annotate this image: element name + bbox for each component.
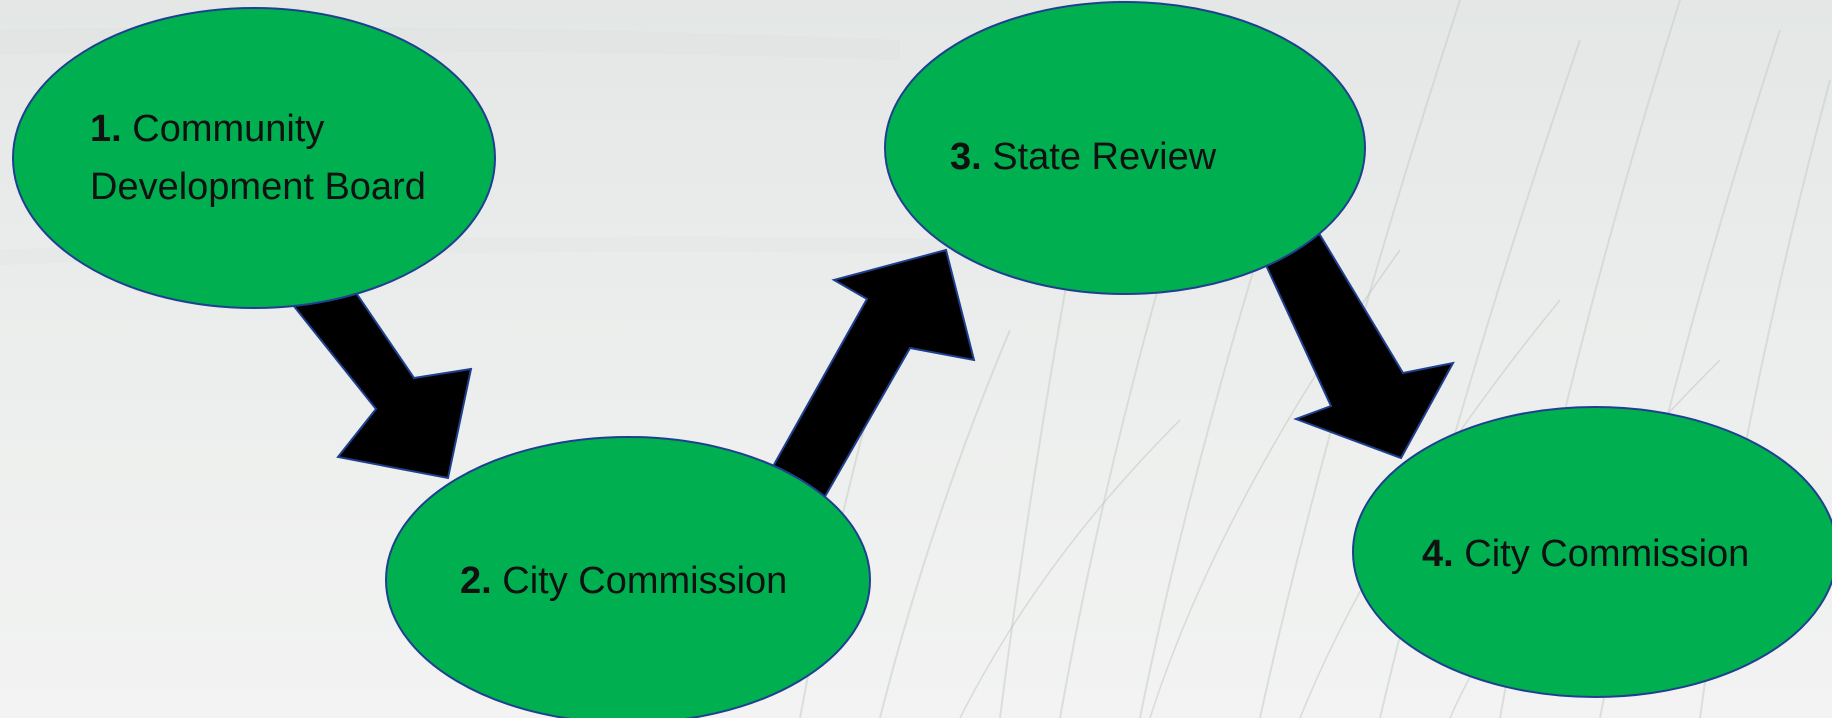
node-3-text: State Review [992, 136, 1217, 178]
node-1-label: 1. Community Development Board [90, 100, 490, 216]
node-4-label: 4. City Commission [1422, 525, 1749, 583]
node-4-text: City Commission [1464, 533, 1750, 575]
node-4-ellipse [1352, 406, 1832, 698]
arrow-3-to-4 [1263, 228, 1455, 460]
node-1-number: 1. [90, 108, 122, 150]
node-2-ellipse [385, 436, 871, 718]
node-2-label: 2. City Commission [460, 552, 787, 610]
node-2-number: 2. [460, 560, 492, 602]
node-3-ellipse [884, 1, 1366, 295]
arrow-2-to-3 [769, 248, 976, 502]
node-1-ellipse [12, 7, 496, 309]
node-1-text: Community Development Board [90, 108, 426, 208]
node-2-text: City Commission [502, 560, 788, 602]
node-3-label: 3. State Review [950, 128, 1216, 186]
node-4-number: 4. [1422, 533, 1454, 575]
node-3-number: 3. [950, 136, 982, 178]
